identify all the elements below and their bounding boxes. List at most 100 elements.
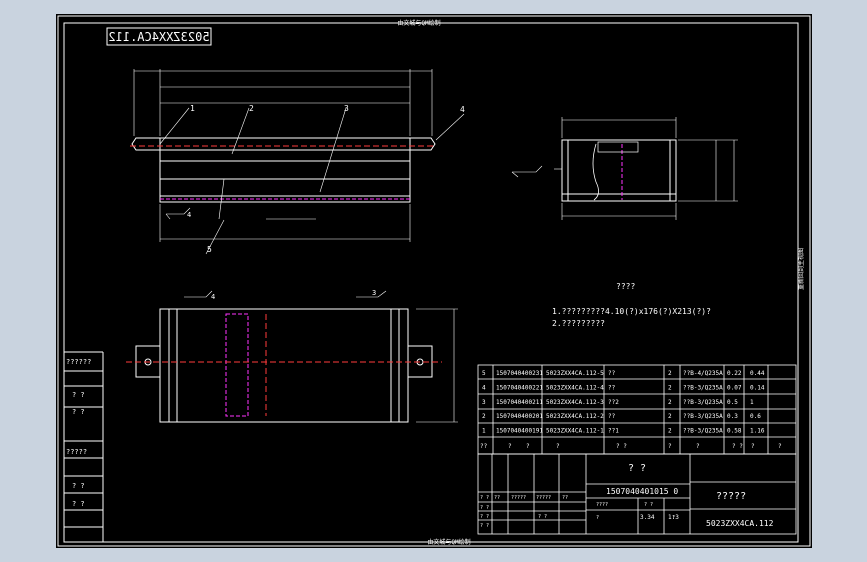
bom-cell-unit: 0.07 <box>727 384 742 391</box>
sig-cell-3: ????? <box>511 495 526 501</box>
bom-table <box>477 364 797 455</box>
bom-cell-name: ?? <box>608 384 616 391</box>
bom-cell-no: 5 <box>482 370 486 377</box>
bom-header-cell: ? <box>696 443 700 450</box>
top-header: 由文城与QM绘制 <box>397 19 440 27</box>
bom-cell-qty: 2 <box>668 384 672 391</box>
bom-cell-drawing: 5023ZXX4CA.112-4 <box>546 384 604 391</box>
strip-label-3: ? ? <box>72 408 85 416</box>
bom-cell-no: 4 <box>482 384 486 391</box>
sig-cell-4: ????? <box>536 495 551 501</box>
engineering-drawing: 5023ZXX4CA.112 由文城与QM绘制 由文城与QM绘制 重新回到主视图… <box>57 15 811 547</box>
bom-cell-name: ??1 <box>608 428 619 435</box>
side-view <box>511 117 738 220</box>
bom-cell-no: 1 <box>482 428 486 435</box>
sig-cell-7: ? ? <box>480 514 489 520</box>
bom-cell-name: ?? <box>608 413 616 420</box>
bom-cell-drawing: 5023ZXX4CA.112-3 <box>546 399 604 406</box>
bom-cell-code: 1507040400221 <box>496 384 543 391</box>
bom-cell-qty: 2 <box>668 413 672 420</box>
bom-header-cell: ? <box>778 443 782 450</box>
scale-value-2: 1:3 <box>668 514 679 521</box>
bom-cell-name: ??2 <box>608 399 619 406</box>
title-part-name: ? ? <box>628 463 646 474</box>
bom-cell-drawing: 5023ZXX4CA.112-5 <box>546 370 604 377</box>
bom-cell-material: ??B-4/Q235A <box>683 370 723 377</box>
strip-label-2: ? ? <box>72 391 85 399</box>
scale-cell-1: ???? <box>596 502 608 508</box>
bom-header-cell: ?? <box>480 443 488 450</box>
sig-cell-5: ?? <box>562 495 568 501</box>
title-company: ????? <box>716 491 746 502</box>
sig-cell-2: ?? <box>494 495 500 501</box>
sig-cell-8: ? ? <box>480 523 489 529</box>
bom-cell-code: 1507040400211 <box>496 399 543 406</box>
weld-label-top-right: 3 <box>372 289 376 297</box>
top-view: 4 3 <box>126 289 458 423</box>
strip-label-1: ?????? <box>66 358 91 366</box>
bom-header-cell: ? <box>556 443 560 450</box>
callout-4: 4 <box>460 105 465 114</box>
strip-label-6: ? ? <box>72 500 85 508</box>
front-view: 1 2 3 4 5 4 <box>130 69 465 255</box>
bom-cell-unit: 0.58 <box>727 428 742 435</box>
bom-cell-material: ??B-3/Q235A <box>683 384 723 391</box>
bom-cell-qty: 2 <box>668 370 672 377</box>
bom-cell-total: 1.16 <box>750 428 765 435</box>
callout-5: 5 <box>207 245 212 254</box>
bom-cell-qty: 2 <box>668 399 672 406</box>
bom-header-cell: ? <box>508 443 512 450</box>
bom-cell-material: ??B-3/Q235A <box>683 413 723 420</box>
bom-cell-qty: 2 <box>668 428 672 435</box>
weld-label-front: 4 <box>187 211 191 219</box>
bom-cell-total: 0.44 <box>750 370 765 377</box>
bom-cell-total: 0.6 <box>750 413 761 420</box>
bom-cell-no: 2 <box>482 413 486 420</box>
sig-cell-6: ? ? <box>480 505 489 511</box>
bottom-footer: 由文城与QM绘制 <box>427 538 470 546</box>
title-material-code: 1507040401015 0 <box>606 487 678 496</box>
note-2: 2.????????? <box>552 319 605 328</box>
outer-frame <box>57 15 811 547</box>
bom-header-cell: ? <box>751 443 755 450</box>
scale-cell-4: ? <box>672 515 675 521</box>
strip-label-4: ????? <box>66 448 87 456</box>
bom-cell-material: ??B-3/Q235A <box>683 428 723 435</box>
sig-cell-9: ? ? <box>538 514 547 520</box>
bom-header-cell: ? ? <box>616 443 627 450</box>
bom-cell-drawing: 5023ZXX4CA.112-2 <box>546 413 604 420</box>
bom-cell-unit: 0.3 <box>727 413 738 420</box>
notes-title: ???? <box>616 282 635 291</box>
bom-cell-unit: 0.22 <box>727 370 742 377</box>
bom-header-cell: ? <box>668 443 672 450</box>
callout-1: 1 <box>190 104 195 113</box>
strip-label-5: ? ? <box>72 482 85 490</box>
bom-header-cell: ? <box>526 443 530 450</box>
bom-cell-drawing: 5023ZXX4CA.112-1 <box>546 428 604 435</box>
bom-cell-code: 1507040400201 <box>496 413 543 420</box>
scale-value-1: 3.34 <box>640 514 655 521</box>
weld-label-top-left: 4 <box>211 293 215 301</box>
bom-cell-no: 3 <box>482 399 486 406</box>
bom-cell-total: 0.14 <box>750 384 765 391</box>
mirrored-code: 5023ZXX4CA.112 <box>108 30 209 44</box>
callout-3: 3 <box>344 104 349 113</box>
title-drawing-no: 5023ZXX4CA.112 <box>706 519 774 528</box>
callout-2: 2 <box>249 104 254 113</box>
sig-cell-1: ? ? <box>480 495 489 501</box>
inner-frame <box>63 22 799 543</box>
bom-cell-total: 1 <box>750 399 754 406</box>
bom-header-cell: ? ? <box>732 443 743 450</box>
cad-viewport[interactable]: 5023ZXX4CA.112 由文城与QM绘制 由文城与QM绘制 重新回到主视图… <box>56 14 812 548</box>
scale-cell-3: ? <box>596 515 599 521</box>
bom-cell-code: 1507040400191 <box>496 428 543 435</box>
title-block <box>477 453 797 535</box>
bom-cell-unit: 0.5 <box>727 399 738 406</box>
bom-cell-material: ??B-3/Q235A <box>683 399 723 406</box>
side-header: 重新回到主视图 <box>797 248 805 290</box>
bom-cell-name: ?? <box>608 370 616 377</box>
bom-cell-code: 1507040400231 <box>496 370 543 377</box>
scale-cell-2: ? ? <box>644 502 653 508</box>
note-1: 1.?????????4.10(?)x176(?)X213(?)? <box>552 307 711 316</box>
